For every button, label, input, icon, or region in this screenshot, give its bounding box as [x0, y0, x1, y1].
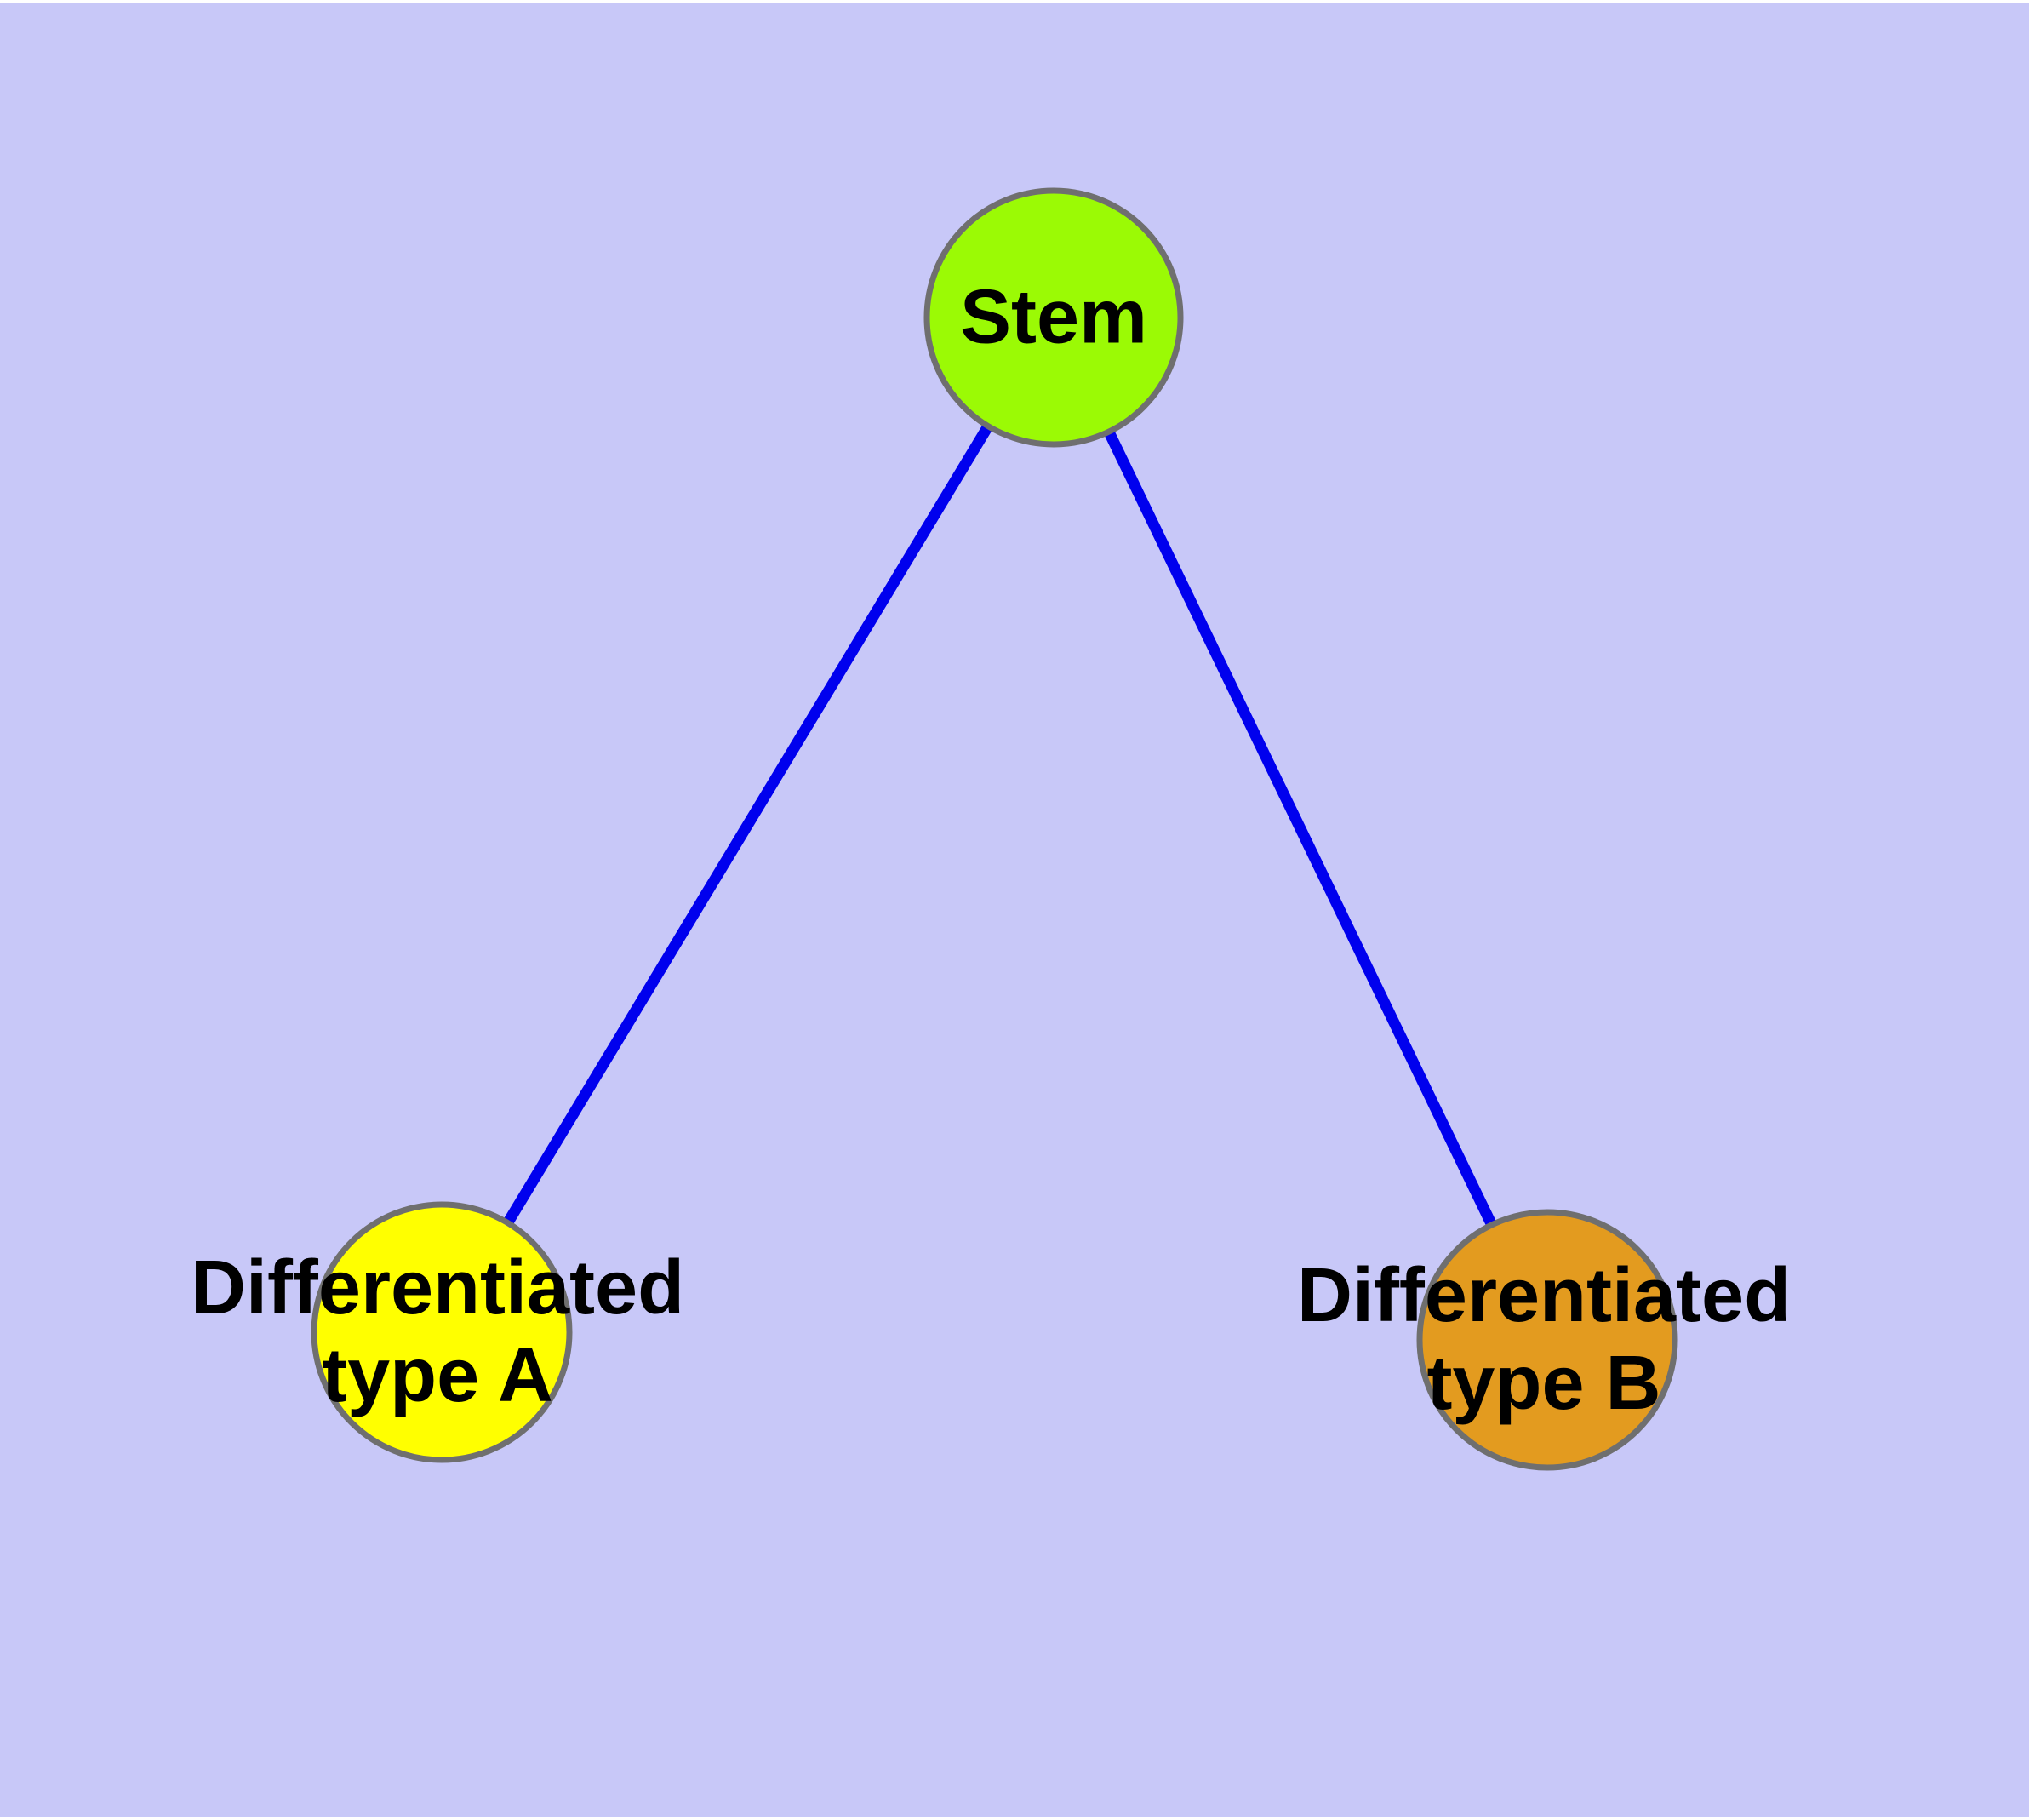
edge-stem-to-type-b	[1049, 315, 1552, 1342]
node-stem-circle	[923, 187, 1184, 448]
edge-stem-to-type-a	[437, 314, 1059, 1336]
node-type-b-circle	[1416, 1209, 1678, 1471]
node-type-a-circle	[311, 1201, 573, 1463]
